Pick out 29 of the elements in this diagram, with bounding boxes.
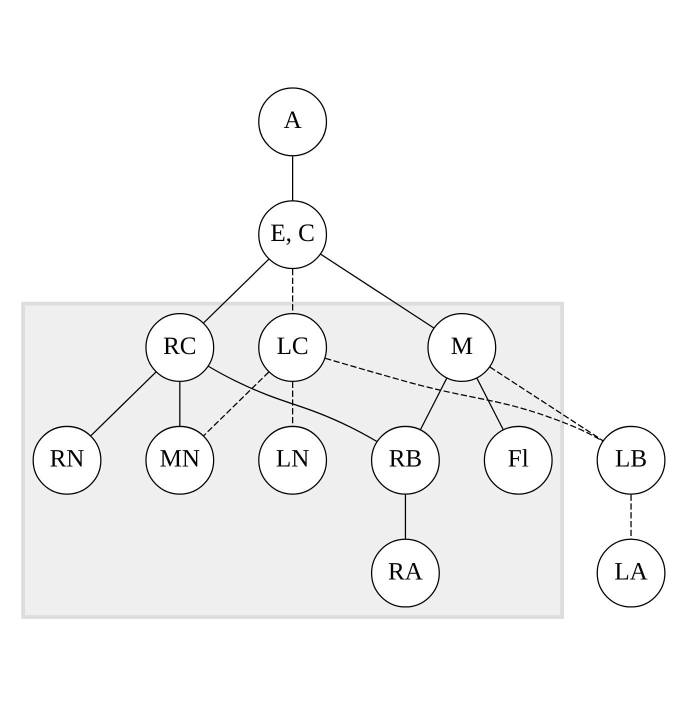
connector: [320, 254, 434, 328]
node-circle: LC: [258, 313, 328, 382]
connector: [208, 366, 378, 442]
connector: [90, 372, 156, 436]
node-circle: RC: [145, 313, 214, 382]
connector: [203, 258, 270, 324]
connector: [630, 494, 632, 540]
connector: [489, 366, 604, 442]
node-circle: Fl: [484, 426, 553, 495]
node-circle: MN: [145, 426, 214, 495]
connector: [292, 269, 294, 314]
node-circle: LB: [596, 426, 666, 495]
node-circle: E, C: [258, 200, 328, 270]
node-circle: LA: [596, 538, 666, 608]
node-circle: A: [258, 87, 328, 156]
connector: [292, 382, 294, 426]
connector: [292, 156, 294, 201]
node-circle: M: [427, 313, 496, 382]
connector: [324, 358, 604, 442]
connector: [420, 378, 448, 430]
node-circle: LN: [258, 426, 328, 495]
connector: [203, 372, 270, 436]
node-circle: RA: [370, 538, 440, 608]
connector: [476, 378, 504, 430]
connector: [404, 494, 406, 540]
node-circle: RB: [370, 426, 440, 495]
connector: [179, 382, 180, 426]
node-circle: RN: [32, 426, 102, 495]
cluster: [21, 302, 564, 619]
